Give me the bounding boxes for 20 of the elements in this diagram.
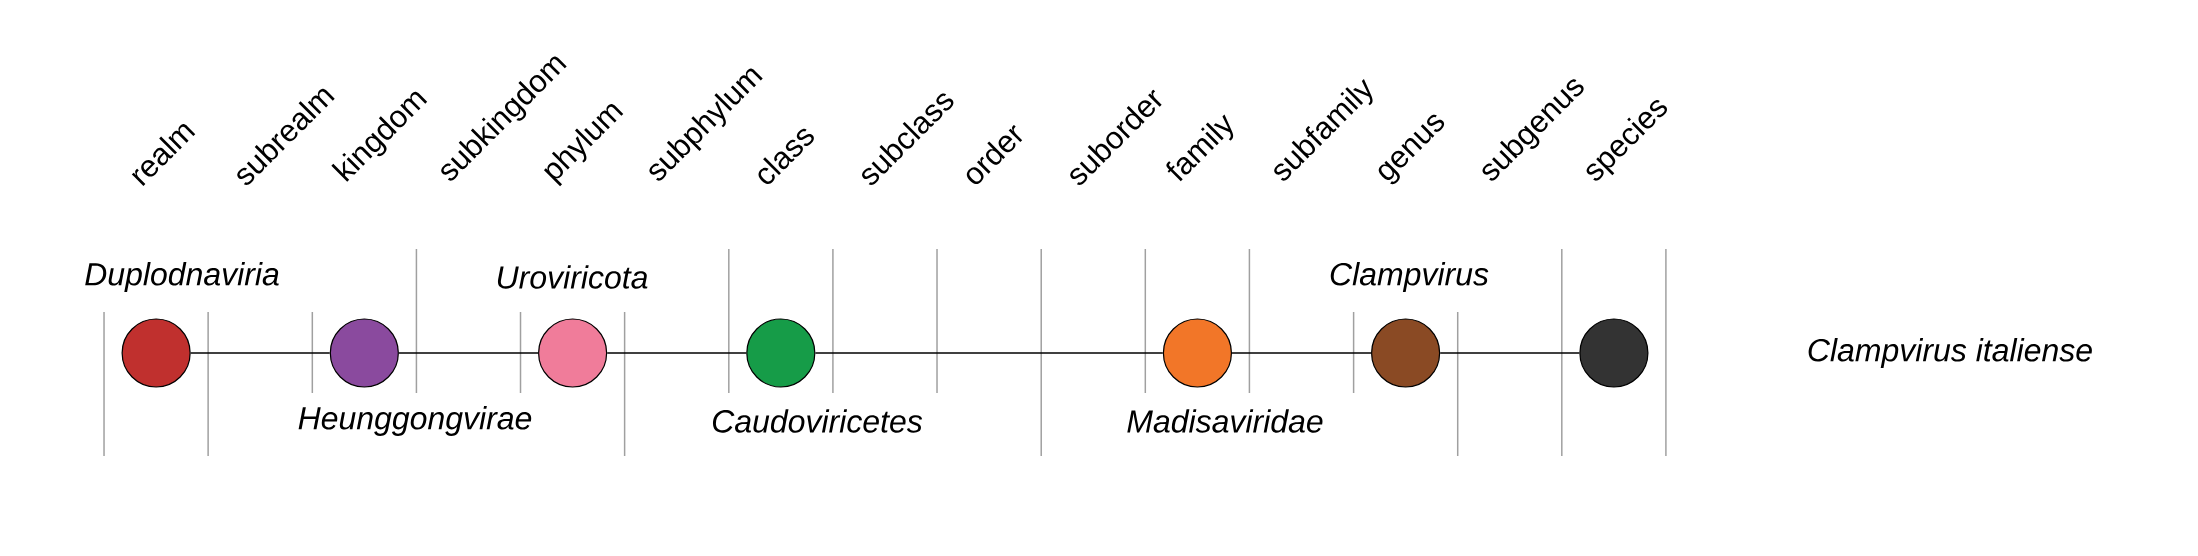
connector-line xyxy=(1439,352,1581,354)
connector-line xyxy=(814,352,1164,354)
taxon-name: Uroviricota xyxy=(493,263,651,291)
connector-line xyxy=(1231,352,1372,354)
taxon-circle xyxy=(1162,318,1232,388)
taxon-circle xyxy=(746,318,816,388)
taxon-name: Caudoviricetes xyxy=(709,407,925,435)
species-name: Clampvirus italiense xyxy=(1808,338,2092,368)
taxon-name: Madisaviridae xyxy=(1124,407,1326,435)
taxon-name: Duplodnaviria xyxy=(82,260,282,294)
taxon-circle xyxy=(329,318,399,388)
connector-line xyxy=(398,352,539,354)
taxon-circle xyxy=(1579,318,1649,388)
connector-line xyxy=(606,352,747,354)
taxon-circle xyxy=(121,318,191,388)
taxon-name: Heunggongvirae xyxy=(295,404,535,438)
connector-line xyxy=(189,352,331,354)
taxon-circle xyxy=(1371,318,1441,388)
taxon-name: Clampvirus xyxy=(1327,260,1492,294)
taxon-circle xyxy=(538,318,608,388)
